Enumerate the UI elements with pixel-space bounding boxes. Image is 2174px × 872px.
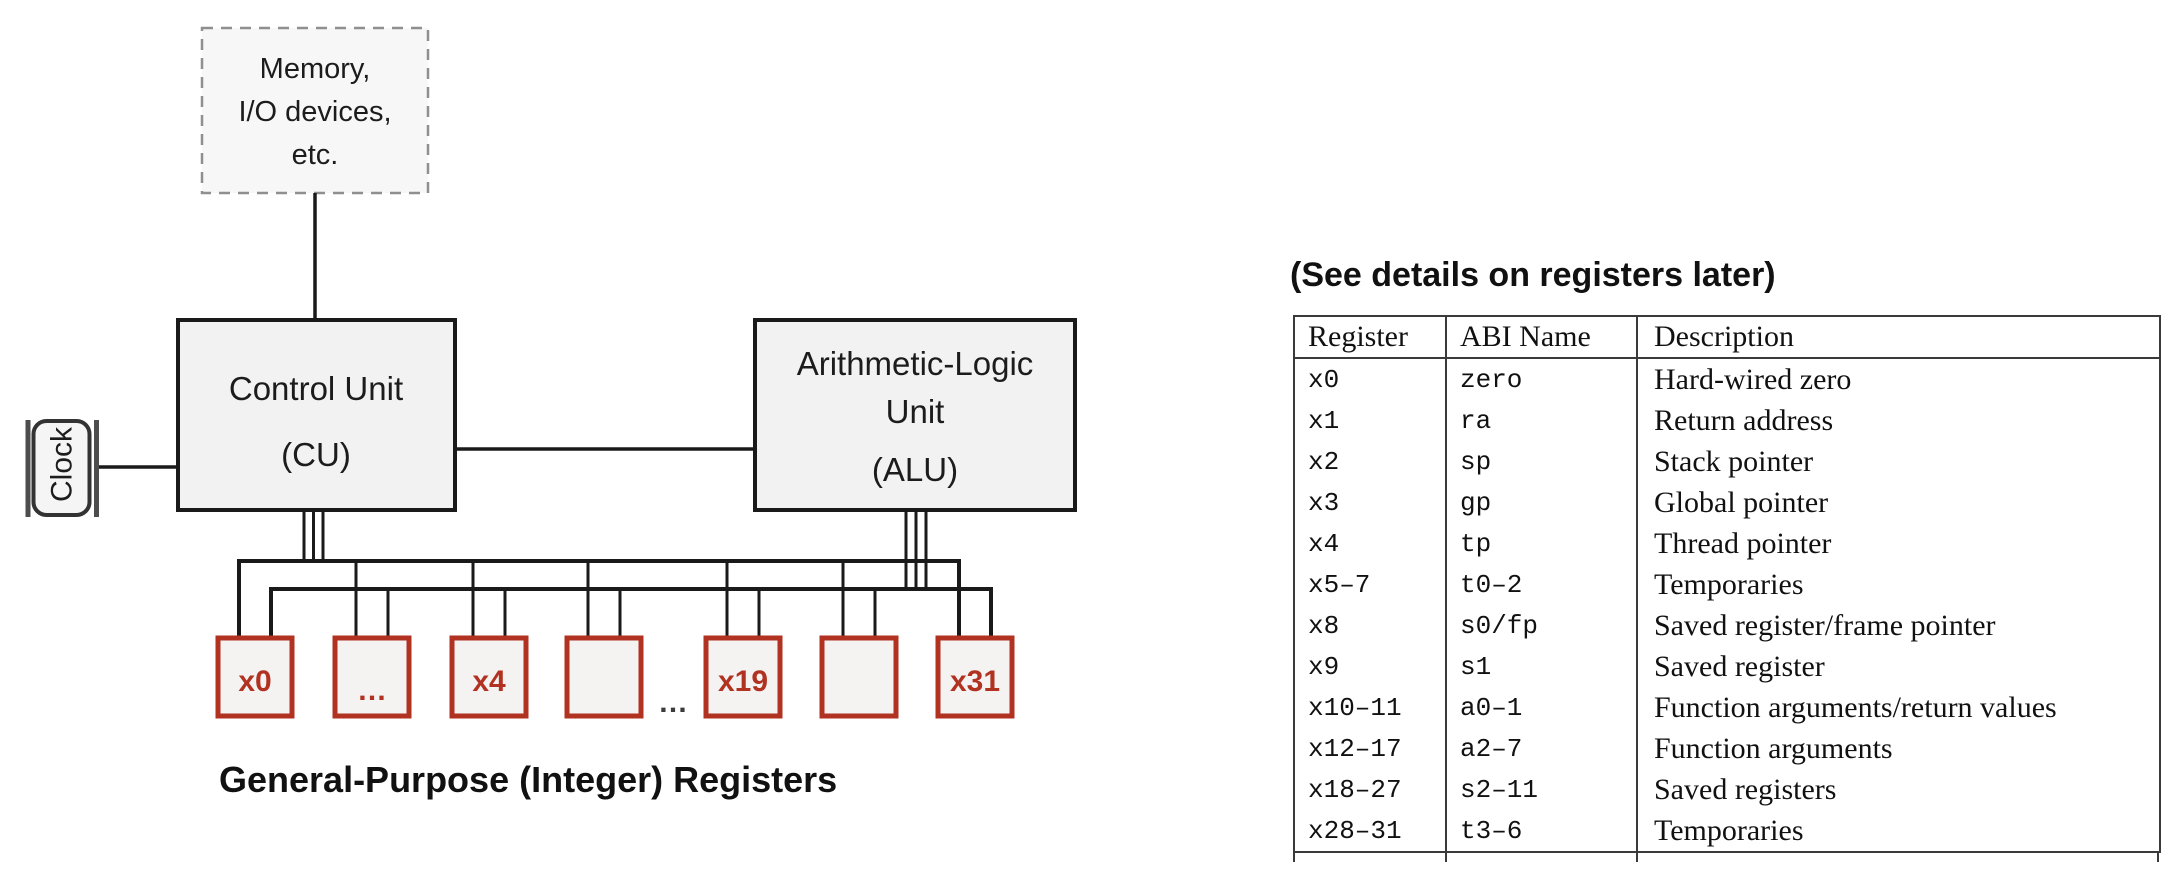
register-cell: x2 bbox=[1308, 446, 1340, 477]
register-cell: x5–7 bbox=[1308, 569, 1371, 600]
register-cell: x4 bbox=[1308, 528, 1340, 559]
description-cell: Return address bbox=[1636, 400, 2160, 441]
abi-name-cell: s1 bbox=[1445, 646, 1637, 687]
register-label: x31 bbox=[950, 665, 1000, 698]
register-cell: x3 bbox=[1308, 487, 1340, 518]
register-label: x4 bbox=[472, 665, 506, 698]
abi-name-cell: sp bbox=[1445, 441, 1637, 482]
register-label: x19 bbox=[718, 665, 768, 698]
register-cell: x0 bbox=[1308, 364, 1340, 395]
description-cell: Temporaries bbox=[1636, 810, 2160, 852]
description-cell: Temporaries bbox=[1636, 564, 2160, 605]
cpu-block-diagram: Memory, I/O devices, etc. Control Unit (… bbox=[25, 26, 1077, 800]
column-header-abi-name: ABI Name bbox=[1445, 316, 1637, 359]
description-cell: Saved register/frame pointer bbox=[1636, 605, 2160, 646]
memory-box-line1: Memory, bbox=[260, 53, 371, 85]
memory-box bbox=[200, 26, 430, 195]
registers-caption: General-Purpose (Integer) Registers bbox=[219, 759, 837, 800]
clock-symbol: Clock bbox=[25, 419, 99, 517]
abi-name-cell: gp bbox=[1445, 482, 1637, 523]
table-header-row: Register ABI Name Description bbox=[1294, 316, 2160, 359]
description-cell: Function arguments/return values bbox=[1636, 687, 2160, 728]
control-unit-label: Control Unit bbox=[229, 370, 403, 407]
registers-gap-ellipsis: … bbox=[658, 686, 688, 719]
abi-name-cell: a2–7 bbox=[1445, 728, 1637, 769]
register-box-blank-1 bbox=[564, 635, 644, 719]
clock-label: Clock bbox=[46, 426, 79, 502]
description-cell: Global pointer bbox=[1636, 482, 2160, 523]
register-label: … bbox=[357, 674, 387, 707]
alu-abbr: (ALU) bbox=[872, 451, 958, 488]
abi-name-cell: tp bbox=[1445, 523, 1637, 564]
abi-name-cell: t3–6 bbox=[1445, 810, 1637, 852]
description-cell: Hard-wired zero bbox=[1636, 358, 2160, 400]
alu-register-bus-wires bbox=[904, 508, 928, 589]
description-cell: Thread pointer bbox=[1636, 523, 2160, 564]
upper-register-bus bbox=[237, 559, 961, 640]
register-cell: x28–31 bbox=[1308, 815, 1402, 846]
description-cell: Saved register bbox=[1636, 646, 2160, 687]
register-box-x4: x4 bbox=[449, 635, 529, 719]
alu-box bbox=[753, 318, 1077, 512]
lower-register-bus bbox=[269, 587, 993, 640]
abi-name-cell: a0–1 bbox=[1445, 687, 1637, 728]
description-cell: Stack pointer bbox=[1636, 441, 2160, 482]
cu-register-bus-wires bbox=[302, 508, 325, 561]
register-box-blank-2 bbox=[819, 635, 899, 719]
abi-name-cell: zero bbox=[1445, 358, 1637, 400]
register-box-x19: x19 bbox=[703, 635, 783, 719]
registers-note: (See details on registers later) bbox=[1290, 256, 1776, 294]
register-label: x0 bbox=[238, 665, 271, 698]
alu-label-line2: Unit bbox=[886, 393, 945, 430]
register-cell: x10–11 bbox=[1308, 692, 1402, 723]
description-cell: Function arguments bbox=[1636, 728, 2160, 769]
register-cell: x9 bbox=[1308, 651, 1340, 682]
register-cell: x12–17 bbox=[1308, 733, 1402, 764]
memory-box-line3: etc. bbox=[292, 139, 339, 171]
abi-name-cell: s0/fp bbox=[1445, 605, 1637, 646]
alu-label-line1: Arithmetic-Logic bbox=[797, 345, 1034, 382]
control-unit-abbr: (CU) bbox=[281, 436, 351, 473]
abi-name-cell: s2–11 bbox=[1445, 769, 1637, 810]
control-unit-box bbox=[176, 318, 457, 512]
memory-box-line2: I/O devices, bbox=[238, 96, 391, 128]
register-cell: x1 bbox=[1308, 405, 1340, 436]
register-box-x0: x0 bbox=[215, 635, 295, 719]
abi-name-cell: ra bbox=[1445, 400, 1637, 441]
abi-name-cell: t0–2 bbox=[1445, 564, 1637, 605]
column-header-register: Register bbox=[1294, 316, 1446, 359]
column-header-description: Description bbox=[1636, 316, 2160, 359]
table-cutoff-stub bbox=[1293, 853, 2159, 862]
description-cell: Saved registers bbox=[1636, 769, 2160, 810]
register-cell: x18–27 bbox=[1308, 774, 1402, 805]
register-drop-wires bbox=[354, 561, 877, 640]
register-cell: x8 bbox=[1308, 610, 1340, 641]
register-box-x31: x31 bbox=[935, 635, 1015, 719]
register-box-ellipsis: … bbox=[332, 635, 412, 719]
